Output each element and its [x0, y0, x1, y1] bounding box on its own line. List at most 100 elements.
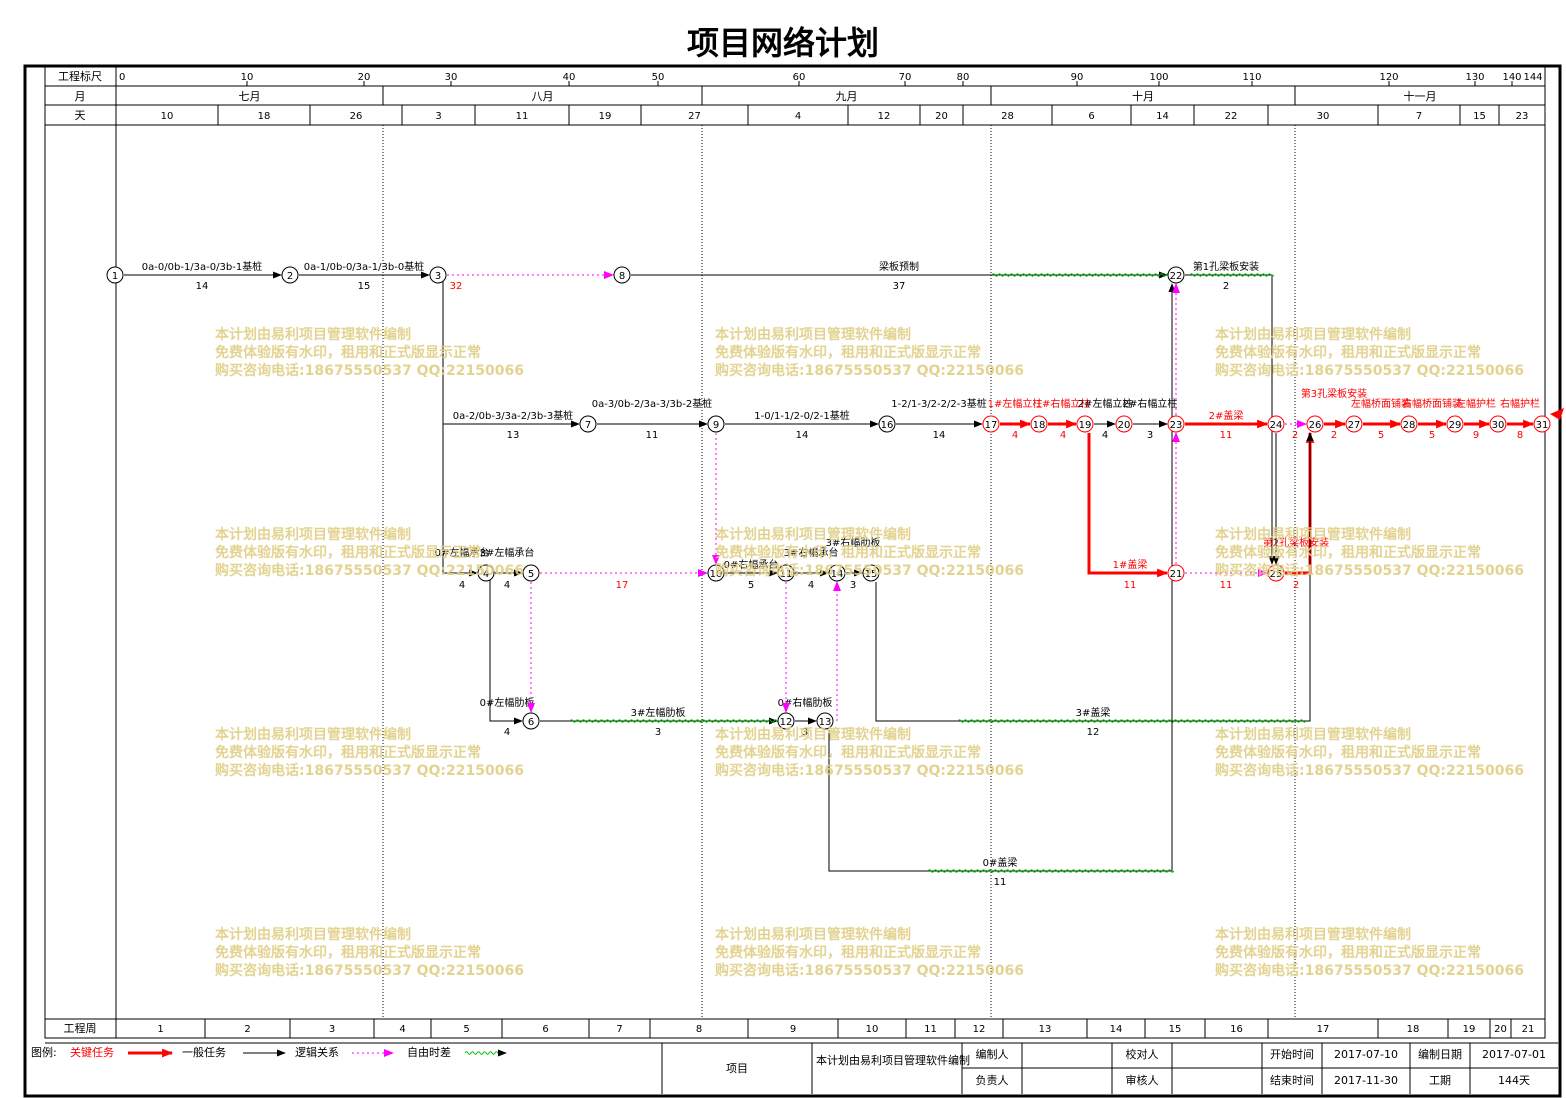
event-node	[613, 266, 631, 284]
footer-reviewer-label: 审核人	[1126, 1073, 1159, 1087]
event-node-number: 13	[819, 717, 832, 728]
week-cell: 17	[1317, 1024, 1330, 1035]
event-node	[579, 415, 597, 433]
day-cell: 23	[1516, 111, 1529, 122]
task-duration-label: 3	[850, 580, 856, 591]
task-duration-label: 15	[358, 281, 371, 292]
task-duration-label: 32	[450, 281, 463, 292]
task-duration-label: 11	[1220, 580, 1233, 591]
task-duration-label: 4	[1060, 430, 1066, 441]
day-cell: 15	[1473, 111, 1486, 122]
event-node-number: 22	[1170, 271, 1183, 282]
task-duration-label: 4	[808, 580, 814, 591]
task-duration-label: 3	[802, 727, 808, 738]
event-node	[106, 266, 124, 284]
task-name-label: 第3孔梁板安装	[1301, 387, 1367, 400]
day-cell: 3	[435, 111, 441, 122]
normal-task-arrow	[828, 283, 1176, 872]
task-name-label: 0a-0/0b-1/3a-0/3b-1基桩	[142, 260, 262, 273]
week-cell: 14	[1110, 1024, 1123, 1035]
end-flag-icon	[1550, 408, 1564, 420]
task-duration-label: 3	[1147, 430, 1153, 441]
event-node-number: 15	[865, 569, 878, 580]
event-node-number: 30	[1492, 420, 1505, 431]
event-node-number: 29	[1449, 420, 1462, 431]
week-cell: 12	[973, 1024, 986, 1035]
scale-tick-label: 80	[957, 72, 970, 83]
task-duration-label: 11	[646, 430, 659, 441]
critical-task-arrow	[1087, 433, 1169, 578]
day-cell: 7	[1416, 111, 1422, 122]
month-cell: 十月	[1132, 89, 1154, 103]
scale-tick-label: 70	[899, 72, 912, 83]
week-cell: 15	[1169, 1024, 1182, 1035]
event-node-number: 11	[780, 569, 793, 580]
day-cell: 10	[161, 111, 174, 122]
event-node	[1167, 266, 1185, 284]
task-name-label: 3#盖梁	[1076, 706, 1111, 719]
week-cell: 3	[329, 1024, 335, 1035]
footer-date-label: 编制日期	[1418, 1047, 1462, 1061]
event-node-number: 10	[710, 569, 723, 580]
day-row-label: 天	[75, 109, 86, 122]
week-cell: 18	[1407, 1024, 1420, 1035]
day-cell: 6	[1088, 111, 1094, 122]
event-node	[1267, 415, 1285, 433]
task-name-label: 3#右幅承台	[784, 546, 839, 559]
event-node	[707, 564, 725, 582]
event-node	[281, 266, 299, 284]
scale-tick-label: 10	[241, 72, 254, 83]
event-node-number: 8	[619, 271, 625, 282]
week-cell: 5	[463, 1024, 469, 1035]
free-float-wave	[957, 719, 1307, 723]
day-cell: 28	[1001, 111, 1014, 122]
week-cell: 21	[1522, 1024, 1535, 1035]
event-node	[982, 415, 1000, 433]
task-duration-label: 14	[796, 430, 809, 441]
task-name-label: 左幅护栏	[1456, 397, 1496, 410]
task-name-label: 2#右幅立柱	[1123, 397, 1178, 410]
footer-period-label: 工期	[1429, 1074, 1451, 1087]
scale-tick-label: 20	[358, 72, 371, 83]
week-cell: 9	[790, 1024, 796, 1035]
task-name-label: 1#左幅立柱	[988, 397, 1043, 410]
month-cell: 八月	[532, 90, 554, 103]
event-node	[1345, 415, 1363, 433]
task-name-label: 0a-2/0b-3/3a-2/3b-3基桩	[453, 409, 573, 422]
normal-task-arrow	[875, 432, 1314, 722]
event-node-number: 26	[1309, 420, 1322, 431]
free-float-wave	[991, 273, 1173, 277]
task-name-label: 第1孔梁板安装	[1193, 260, 1259, 273]
scale-tick-label: 100	[1149, 72, 1168, 83]
week-cell: 16	[1230, 1024, 1243, 1035]
footer-period-value: 144天	[1498, 1074, 1530, 1087]
task-name-label: 0#左幅承台	[435, 546, 490, 559]
event-node	[816, 712, 834, 730]
free-float-wave	[464, 1051, 502, 1055]
event-node	[522, 564, 540, 582]
event-node	[1115, 415, 1133, 433]
event-node-number: 20	[1118, 420, 1131, 431]
week-cell: 13	[1039, 1024, 1052, 1035]
task-name-label: 梁板预制	[879, 260, 919, 273]
event-node-number: 7	[585, 420, 591, 431]
critical-task-arrow	[1285, 431, 1315, 575]
footer-start-value: 2017-07-10	[1334, 1048, 1398, 1061]
event-node	[1533, 415, 1551, 433]
week-cell: 1	[157, 1024, 163, 1035]
task-name-label: 3#左幅肋板	[631, 706, 686, 719]
scale-tick-label: 50	[652, 72, 665, 83]
day-cell: 30	[1317, 111, 1330, 122]
event-node-number: 21	[1170, 569, 1183, 580]
week-cell: 10	[866, 1024, 879, 1035]
event-node-number: 2	[287, 271, 293, 282]
chart-frame	[44, 66, 1546, 1039]
event-node-number: 31	[1536, 420, 1549, 431]
event-node-number: 23	[1170, 420, 1183, 431]
task-duration-label: 11	[1124, 580, 1137, 591]
day-cell: 26	[350, 111, 363, 122]
task-duration-label: 4	[1102, 430, 1108, 441]
event-node	[777, 712, 795, 730]
legend-logic-text: 逻辑关系	[295, 1045, 339, 1059]
scale-tick-label: 90	[1071, 72, 1084, 83]
